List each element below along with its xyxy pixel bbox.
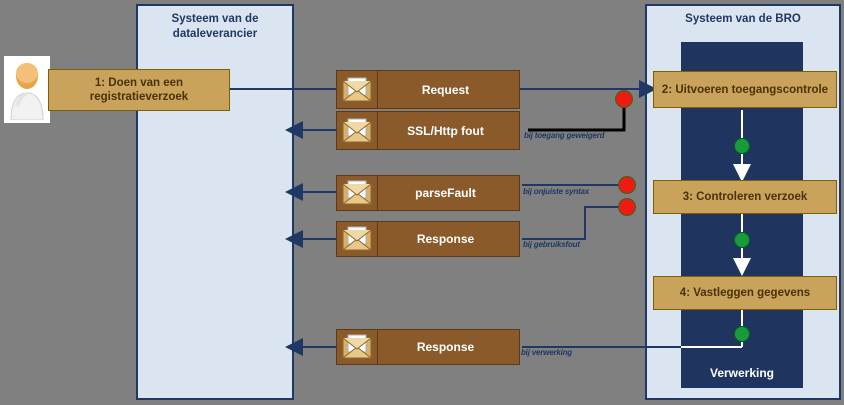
dot-red-syntax[interactable] (618, 176, 636, 194)
annotation-gebruikfout: bij gebruiksfout (523, 240, 580, 249)
process-step-2-label: 2: Uitvoeren toegangscontrole (661, 83, 829, 96)
message-response-bottom[interactable]: Response (336, 329, 520, 365)
process-step-1[interactable]: 1: Doen van een registratieverzoek (48, 69, 230, 111)
annotation-parsefault: bij onjuiste syntax (523, 187, 589, 196)
message-ssl-http-fout[interactable]: SSL/Http fout (336, 111, 520, 150)
swimlane-bro-title: Systeem van de BRO (647, 12, 839, 27)
process-step-1-label-line2: registratieverzoek (89, 91, 189, 103)
swimlane-dataleverancier-title-line1: Systeem van de (171, 13, 259, 25)
process-step-4[interactable]: 4: Vastleggen gegevens (653, 276, 837, 310)
annotation-toegang: bij toegang geweigerd (524, 131, 605, 140)
envelope-icon (337, 176, 378, 210)
person-icon (10, 62, 44, 120)
message-request-top-label: Request (421, 82, 470, 97)
message-ssl-http-fout-label: SSL/Http fout (407, 123, 484, 138)
actor-dataleverancier (4, 56, 50, 123)
message-response-bottom-label: Response (416, 340, 475, 354)
envelope-icon (337, 112, 378, 149)
swimlane-bro-title-line1: Systeem van de BRO (685, 13, 801, 25)
message-request-top[interactable]: Request (336, 70, 520, 109)
envelope-icon (337, 222, 378, 256)
envelope-icon (337, 71, 378, 108)
message-response-mid-label: Response (416, 232, 475, 246)
envelope-icon (337, 330, 378, 364)
swimlane-dataleverancier: Systeem van de dataleverancier (136, 4, 294, 400)
process-step-2[interactable]: 2: Uitvoeren toegangscontrole (653, 71, 837, 108)
message-parsefault-label: parseFault (415, 186, 476, 200)
message-response-mid[interactable]: Response (336, 221, 520, 257)
dot-green-na-controle[interactable] (734, 232, 750, 248)
swimlane-dataleverancier-title: Systeem van de dataleverancier (138, 12, 292, 42)
dot-green-na-toegang[interactable] (734, 138, 750, 154)
verwerking-band-label: Verwerking (709, 366, 775, 380)
dot-green-na-vastleggen[interactable] (734, 326, 750, 342)
dot-red-gebruik[interactable] (618, 198, 636, 216)
dot-red-toegang[interactable] (615, 90, 633, 108)
process-step-3[interactable]: 3: Controleren verzoek (653, 180, 837, 214)
process-step-1-label-line1: 1: Doen van een (94, 77, 184, 89)
process-step-3-label: 3: Controleren verzoek (682, 191, 808, 203)
process-step-4-label: 4: Vastleggen gegevens (679, 287, 811, 299)
swimlane-dataleverancier-title-line2: dataleverancier (172, 28, 258, 40)
message-parsefault[interactable]: parseFault (336, 175, 520, 211)
annotation-verwerking: bij verwerking (521, 348, 572, 357)
